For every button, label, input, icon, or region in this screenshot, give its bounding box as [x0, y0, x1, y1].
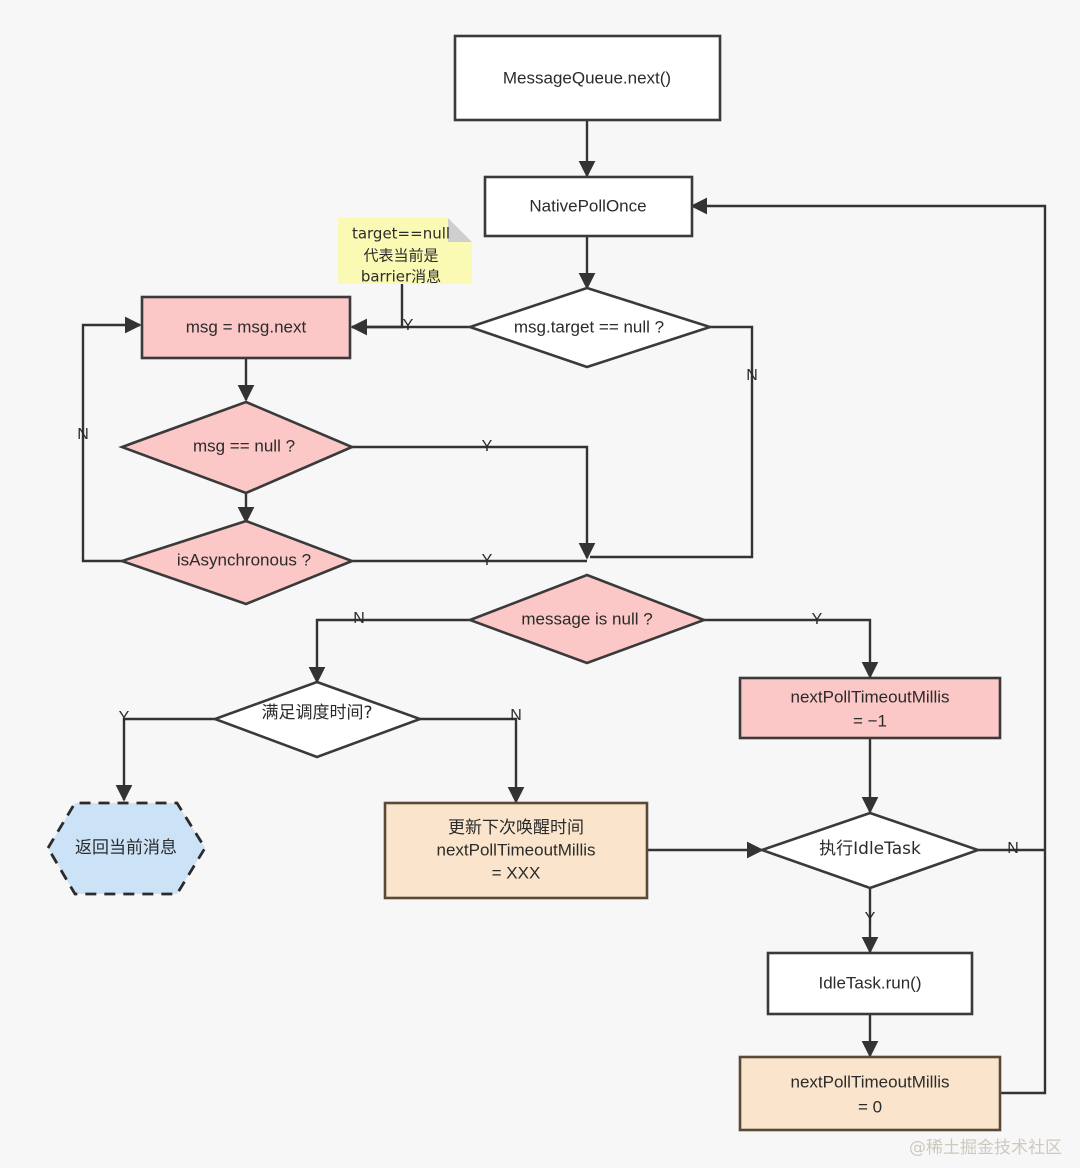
edge-note-connector	[352, 284, 404, 329]
node-nativepollonce-box	[483, 175, 694, 238]
edge-label-targetnull-yes: Y	[403, 317, 414, 334]
node-nextpolltimeoutmillis-zero-line2: = 0	[858, 1097, 882, 1116]
node-idletask-run[interactable]: IdleTask.run()	[766, 951, 974, 1016]
note-barrier-line2: 代表当前是	[363, 247, 438, 265]
node-update-next-wake-time-line2: nextPollTimeoutMillis	[436, 840, 595, 859]
node-nextpolltimeoutmillis-minus-one-box	[738, 676, 1002, 740]
node-return-current-message-hexagon	[46, 801, 207, 896]
node-messagequeue-next-box	[453, 34, 722, 122]
node-update-next-wake-time-line3: = XXX	[492, 863, 541, 882]
node-idletask-run-box	[766, 951, 974, 1016]
edge-label-msgnull-yes: Y	[482, 438, 493, 455]
node-msg-target-null[interactable]: msg.target == null ?	[465, 286, 715, 369]
edge-msgnull-yes-to-messageisnull	[352, 445, 596, 560]
node-msg-null-diamond	[118, 400, 356, 495]
edge-scheduletime-yes-to-returnmessage	[115, 717, 215, 802]
node-messagequeue-next-label: MessageQueue.next()	[503, 68, 671, 87]
node-msg-null-label: msg == null ?	[193, 436, 295, 455]
edge-label-scheduletime-no: N	[510, 707, 522, 724]
node-schedule-time-met[interactable]: 满足调度时间?	[211, 680, 424, 759]
node-schedule-time-met-diamond	[211, 680, 424, 759]
node-is-asynchronous-diamond	[117, 519, 356, 606]
node-msg-target-null-label: msg.target == null ?	[514, 317, 664, 336]
node-message-is-null-diamond	[466, 573, 708, 665]
edge-label-messageisnull-yes: Y	[812, 611, 823, 628]
edge-label-idletask-yes: Y	[865, 910, 876, 927]
edge-label-targetnull-no: N	[746, 367, 758, 384]
node-msg-target-null-diamond	[465, 286, 715, 369]
node-msg-null[interactable]: msg == null ?	[118, 400, 356, 495]
edge-isasync-no-to-msgnext	[81, 316, 142, 563]
node-nextpolltimeoutmillis-zero-line1: nextPollTimeoutMillis	[790, 1072, 949, 1091]
node-msg-equals-msg-next-label: msg = msg.next	[186, 317, 307, 336]
note-barrier-line1: target==null	[352, 225, 450, 243]
node-nativepollonce[interactable]: NativePollOnce	[483, 175, 694, 238]
node-message-is-null[interactable]: message is null ?	[466, 573, 708, 665]
note-barrier-fold	[448, 218, 472, 242]
edge-label-isasync-yes: Y	[482, 552, 493, 569]
note-barrier: target==null 代表当前是 barrier消息	[338, 218, 472, 286]
node-message-is-null-label: message is null ?	[521, 609, 652, 628]
edge-scheduletime-no-to-updatewake	[420, 717, 525, 804]
node-return-current-message[interactable]: 返回当前消息	[46, 801, 207, 896]
node-run-idletask-decision-label: 执行IdleTask	[819, 839, 921, 859]
node-is-asynchronous[interactable]: isAsynchronous ?	[117, 519, 356, 606]
node-idletask-run-label: IdleTask.run()	[819, 973, 922, 992]
node-update-next-wake-time[interactable]: 更新下次唤醒时间 nextPollTimeoutMillis = XXX	[383, 801, 649, 900]
edge-label-messageisnull-no: N	[353, 610, 365, 627]
node-messagequeue-next[interactable]: MessageQueue.next()	[453, 34, 722, 122]
node-msg-equals-msg-next[interactable]: msg = msg.next	[140, 295, 352, 360]
edge-label-scheduletime-yes: Y	[119, 709, 130, 726]
edge-label-isasync-no: N	[77, 426, 89, 443]
edge-messageisnull-no-to-scheduletime	[308, 618, 470, 684]
edge-messageisnull-yes-to-timeout-minus-one	[704, 618, 879, 679]
node-run-idletask-decision[interactable]: 执行IdleTask	[758, 811, 982, 890]
node-nextpolltimeoutmillis-minus-one[interactable]: nextPollTimeoutMillis = −1	[738, 676, 1002, 740]
node-nextpolltimeoutmillis-minus-one-line1: nextPollTimeoutMillis	[790, 687, 949, 706]
watermark-label: @稀土掘金技术社区	[909, 1138, 1062, 1158]
node-msg-equals-msg-next-box	[140, 295, 352, 360]
node-update-next-wake-time-line1: 更新下次唤醒时间	[448, 818, 584, 838]
node-nextpolltimeoutmillis-minus-one-line2: = −1	[853, 711, 887, 730]
node-nextpolltimeoutmillis-zero[interactable]: nextPollTimeoutMillis = 0	[738, 1055, 1002, 1132]
node-return-current-message-label: 返回当前消息	[75, 838, 177, 858]
edge-timeout-zero-to-nativepollonce	[690, 197, 1047, 1095]
node-schedule-time-met-label: 满足调度时间?	[261, 703, 372, 723]
node-run-idletask-decision-diamond	[758, 811, 982, 890]
node-is-asynchronous-label: isAsynchronous ?	[177, 550, 311, 569]
node-nativepollonce-label: NativePollOnce	[529, 196, 646, 215]
edge-targetnull-no-to-messageisnull	[590, 325, 754, 559]
note-barrier-body	[338, 218, 472, 284]
note-barrier-line3: barrier消息	[361, 268, 441, 286]
edge-label-idletask-no: N	[1007, 840, 1019, 857]
node-update-next-wake-time-box	[383, 801, 649, 900]
node-nextpolltimeoutmillis-zero-box	[738, 1055, 1002, 1132]
